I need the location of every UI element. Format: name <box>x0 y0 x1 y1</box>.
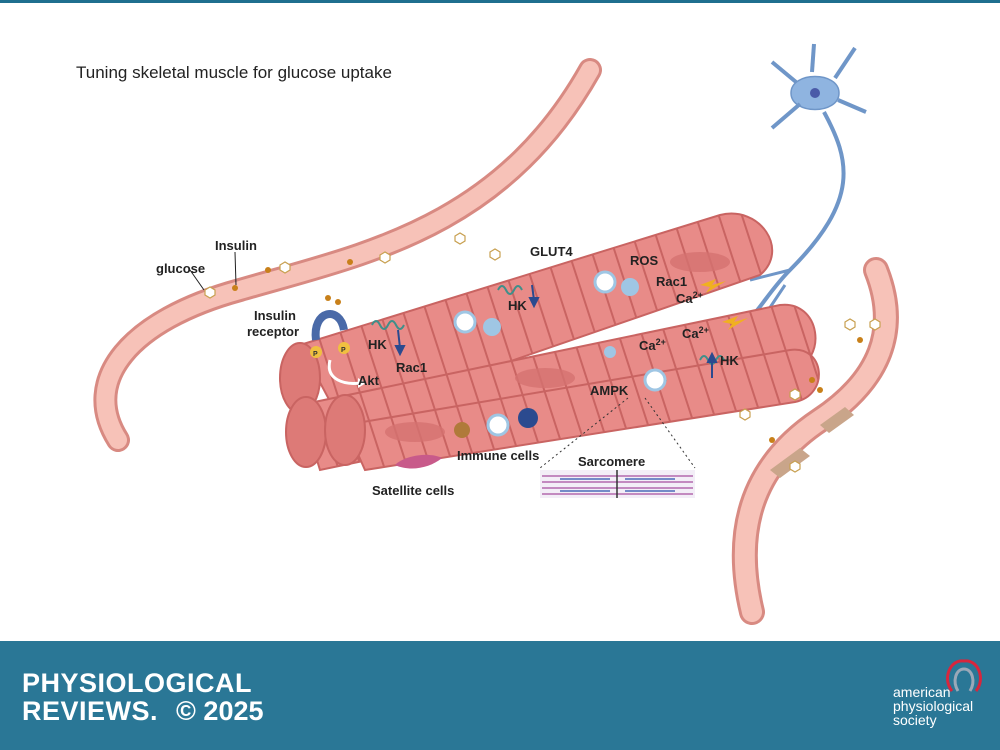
label-satellite-cells: Satellite cells <box>372 483 454 498</box>
figure-title: Tuning skeletal muscle for glucose uptak… <box>76 63 392 82</box>
neuron <box>738 43 867 332</box>
akt-arrowhead <box>358 378 366 388</box>
society-name: american physiological society <box>893 685 973 727</box>
label-insulin-receptor-1: Insulin <box>254 308 296 323</box>
journal-name: PHYSIOLOGICAL REVIEWS.© 2025 <box>22 669 264 725</box>
glucose-molecules <box>204 232 881 473</box>
label-akt: Akt <box>358 373 380 388</box>
glucose-leader <box>189 269 205 291</box>
left-blood-vessel <box>93 58 602 452</box>
phospho-label-2: P <box>341 347 346 354</box>
society-line-1: american <box>893 684 951 700</box>
arrows <box>394 284 718 378</box>
top-rule <box>0 0 1000 3</box>
sarcomere-detail <box>539 397 696 498</box>
phospho-label-1: P <box>313 351 318 358</box>
muscle-fiber-bundle <box>279 212 820 472</box>
label-rac1-left: Rac1 <box>396 360 427 375</box>
label-ampk: AMPK <box>590 383 629 398</box>
insulin-molecules <box>232 259 863 443</box>
label-ca-right: Ca2+ <box>682 325 709 341</box>
label-hk-left: HK <box>368 337 387 352</box>
satellite-cell-icon <box>395 454 442 469</box>
label-insulin: Insulin <box>215 238 257 253</box>
label-insulin-receptor-2: receptor <box>247 324 299 339</box>
aps-logo-icon <box>946 659 982 692</box>
label-glut4: GLUT4 <box>530 244 573 259</box>
insulin-receptor-icon: P P <box>310 310 350 358</box>
insulin-leader <box>234 251 237 286</box>
label-sarcomere: Sarcomere <box>578 454 645 469</box>
label-ros: ROS <box>630 253 659 268</box>
label-hk-right: HK <box>720 353 739 368</box>
lightning-icons <box>700 279 748 330</box>
footer-banner: PHYSIOLOGICAL REVIEWS.© 2025 american ph… <box>0 641 1000 750</box>
journal-line-1: PHYSIOLOGICAL <box>22 668 253 698</box>
vesicles <box>453 270 667 438</box>
label-glucose: glucose <box>156 261 205 276</box>
label-hk-mid: HK <box>508 298 527 313</box>
society-line-2: physiological <box>893 698 974 714</box>
label-ca-top: Ca2+ <box>676 290 703 306</box>
akt-arrow <box>327 359 361 385</box>
glucose-uptake-diagram: Tuning skeletal muscle for glucose uptak… <box>76 43 899 625</box>
label-immune-cells: Immune cells <box>457 448 539 463</box>
label-rac1-right: Rac1 <box>656 274 687 289</box>
society-line-3: society <box>893 712 937 728</box>
right-blood-vessel <box>731 257 899 625</box>
journal-line-2: REVIEWS.© 2025 <box>22 696 264 726</box>
copyright: © 2025 <box>176 696 264 726</box>
label-ca-mid: Ca2+ <box>639 337 666 353</box>
